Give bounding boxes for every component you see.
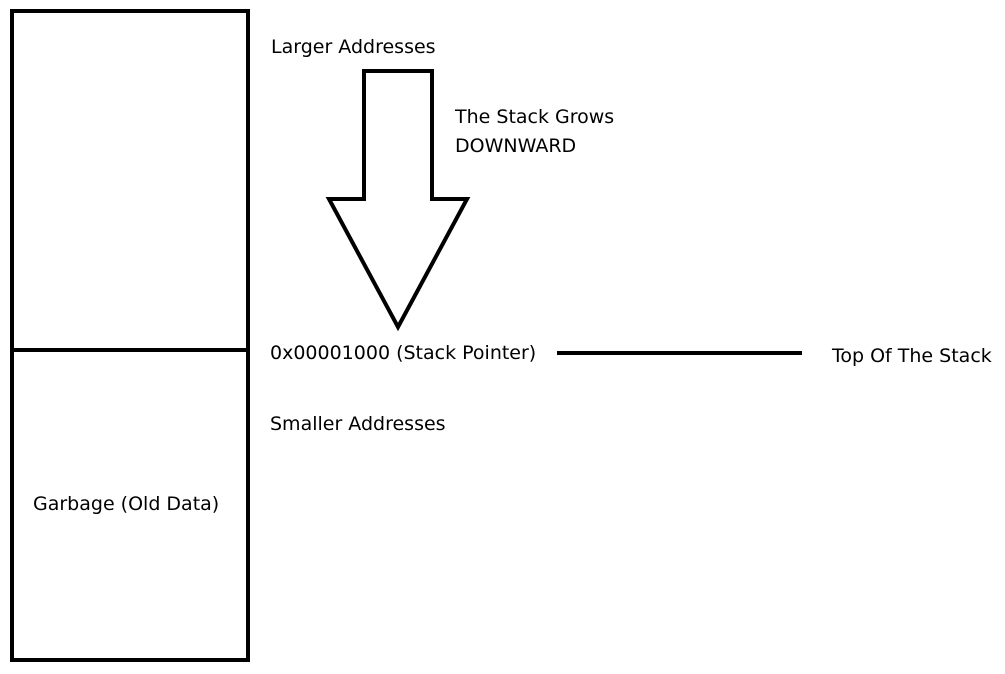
stack-upper-region bbox=[10, 9, 250, 354]
smaller-addresses-label: Smaller Addresses bbox=[270, 413, 446, 435]
stack-grows-label-line2: DOWNWARD bbox=[455, 135, 577, 157]
downward-arrow bbox=[325, 69, 471, 332]
stack-pointer-label: 0x00001000 (Stack Pointer) bbox=[270, 342, 537, 364]
garbage-label: Garbage (Old Data) bbox=[33, 493, 220, 515]
larger-addresses-label: Larger Addresses bbox=[271, 36, 436, 58]
stack-grows-label-line1: The Stack Grows bbox=[455, 106, 615, 128]
stack-garbage-region: Garbage (Old Data) bbox=[10, 348, 250, 662]
top-of-stack-label: Top Of The Stack bbox=[832, 345, 992, 367]
